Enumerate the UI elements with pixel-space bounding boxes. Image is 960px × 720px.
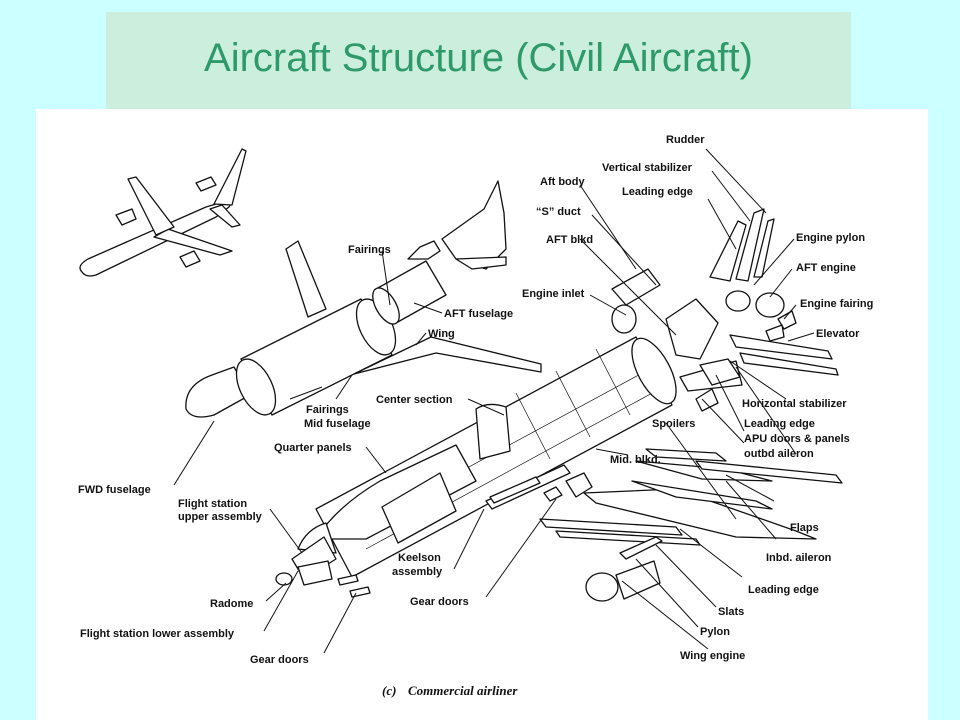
label-radome: Radome xyxy=(210,598,253,610)
assembled-airliner-illustration xyxy=(79,148,247,277)
label-flight-station-upper-1: Flight station xyxy=(178,498,247,510)
label-aft-engine: AFT engine xyxy=(796,262,856,274)
wing-lower xyxy=(539,448,843,546)
figure-caption-marker: (c) xyxy=(382,683,396,698)
forward-fuselage-quarter-panels xyxy=(297,444,477,554)
slide-title: Aircraft Structure (Civil Aircraft) xyxy=(204,36,753,80)
wing-engine-pylon xyxy=(585,536,663,602)
label-mid-blkd: Mid. blkd. xyxy=(610,454,661,466)
label-fwd-fuselage: FWD fuselage xyxy=(78,484,151,496)
leader-lines xyxy=(173,148,815,654)
label-leading-edge-mid: Leading edge xyxy=(744,418,815,430)
title-band: Aircraft Structure (Civil Aircraft) xyxy=(106,12,851,109)
label-flaps: Flaps xyxy=(790,522,819,534)
flight-station xyxy=(275,536,337,586)
aft-fuselage-upper xyxy=(372,180,507,325)
label-gear-doors-mid: Gear doors xyxy=(410,596,469,608)
horizontal-stabilizer-elevator xyxy=(699,334,839,386)
vertical-stabilizer-rudder xyxy=(709,208,775,282)
label-spoilers: Spoilers xyxy=(652,418,695,430)
label-vertical-stabilizer: Vertical stabilizer xyxy=(602,162,693,174)
aft-engine-assembly xyxy=(725,290,797,342)
exploded-airliner-drawing: Rudder Vertical stabilizer Leading edge … xyxy=(78,134,873,698)
label-flight-station-upper-2: upper assembly xyxy=(178,511,263,523)
mid-fuselage-barrel xyxy=(235,240,397,416)
label-engine-pylon: Engine pylon xyxy=(796,232,865,244)
label-engine-fairing: Engine fairing xyxy=(800,298,873,310)
label-s-duct: “S” duct xyxy=(536,206,581,218)
label-rudder: Rudder xyxy=(666,134,705,146)
label-elevator: Elevator xyxy=(816,328,860,340)
label-outbd-aileron: outbd aileron xyxy=(744,448,814,460)
label-pylon: Pylon xyxy=(700,626,730,638)
figure-caption-text: Commercial airliner xyxy=(408,683,518,698)
label-mid-fuselage: Mid fuselage xyxy=(304,418,371,430)
label-wing-engine: Wing engine xyxy=(680,650,745,662)
label-fairings-mid: Fairings xyxy=(306,404,349,416)
aircraft-structure-figure: Rudder Vertical stabilizer Leading edge … xyxy=(36,109,928,720)
label-horizontal-stabilizer: Horizontal stabilizer xyxy=(742,398,847,410)
label-aft-blkd: AFT blkd xyxy=(546,234,593,246)
label-leading-edge-top: Leading edge xyxy=(622,186,693,198)
label-flight-station-lower: Flight station lower assembly xyxy=(80,628,235,640)
label-keelson-1: Keelson xyxy=(398,552,441,564)
label-quarter-panels: Quarter panels xyxy=(274,442,352,454)
label-leading-edge-low: Leading edge xyxy=(748,584,819,596)
label-inbd-aileron: Inbd. aileron xyxy=(766,552,832,564)
label-apu-doors: APU doors & panels xyxy=(744,433,850,445)
aft-body-assembly xyxy=(611,268,743,412)
label-wing: Wing xyxy=(428,328,455,340)
label-engine-inlet: Engine inlet xyxy=(522,288,585,300)
label-aft-fuselage: AFT fuselage xyxy=(444,308,513,320)
label-center-section: Center section xyxy=(376,394,453,406)
keelson-and-gear-doors xyxy=(337,464,593,598)
label-slats: Slats xyxy=(718,606,744,618)
label-gear-doors-low: Gear doors xyxy=(250,654,309,666)
label-keelson-2: assembly xyxy=(392,566,443,578)
label-aft-body: Aft body xyxy=(540,176,585,188)
label-fairings-top: Fairings xyxy=(348,244,391,256)
